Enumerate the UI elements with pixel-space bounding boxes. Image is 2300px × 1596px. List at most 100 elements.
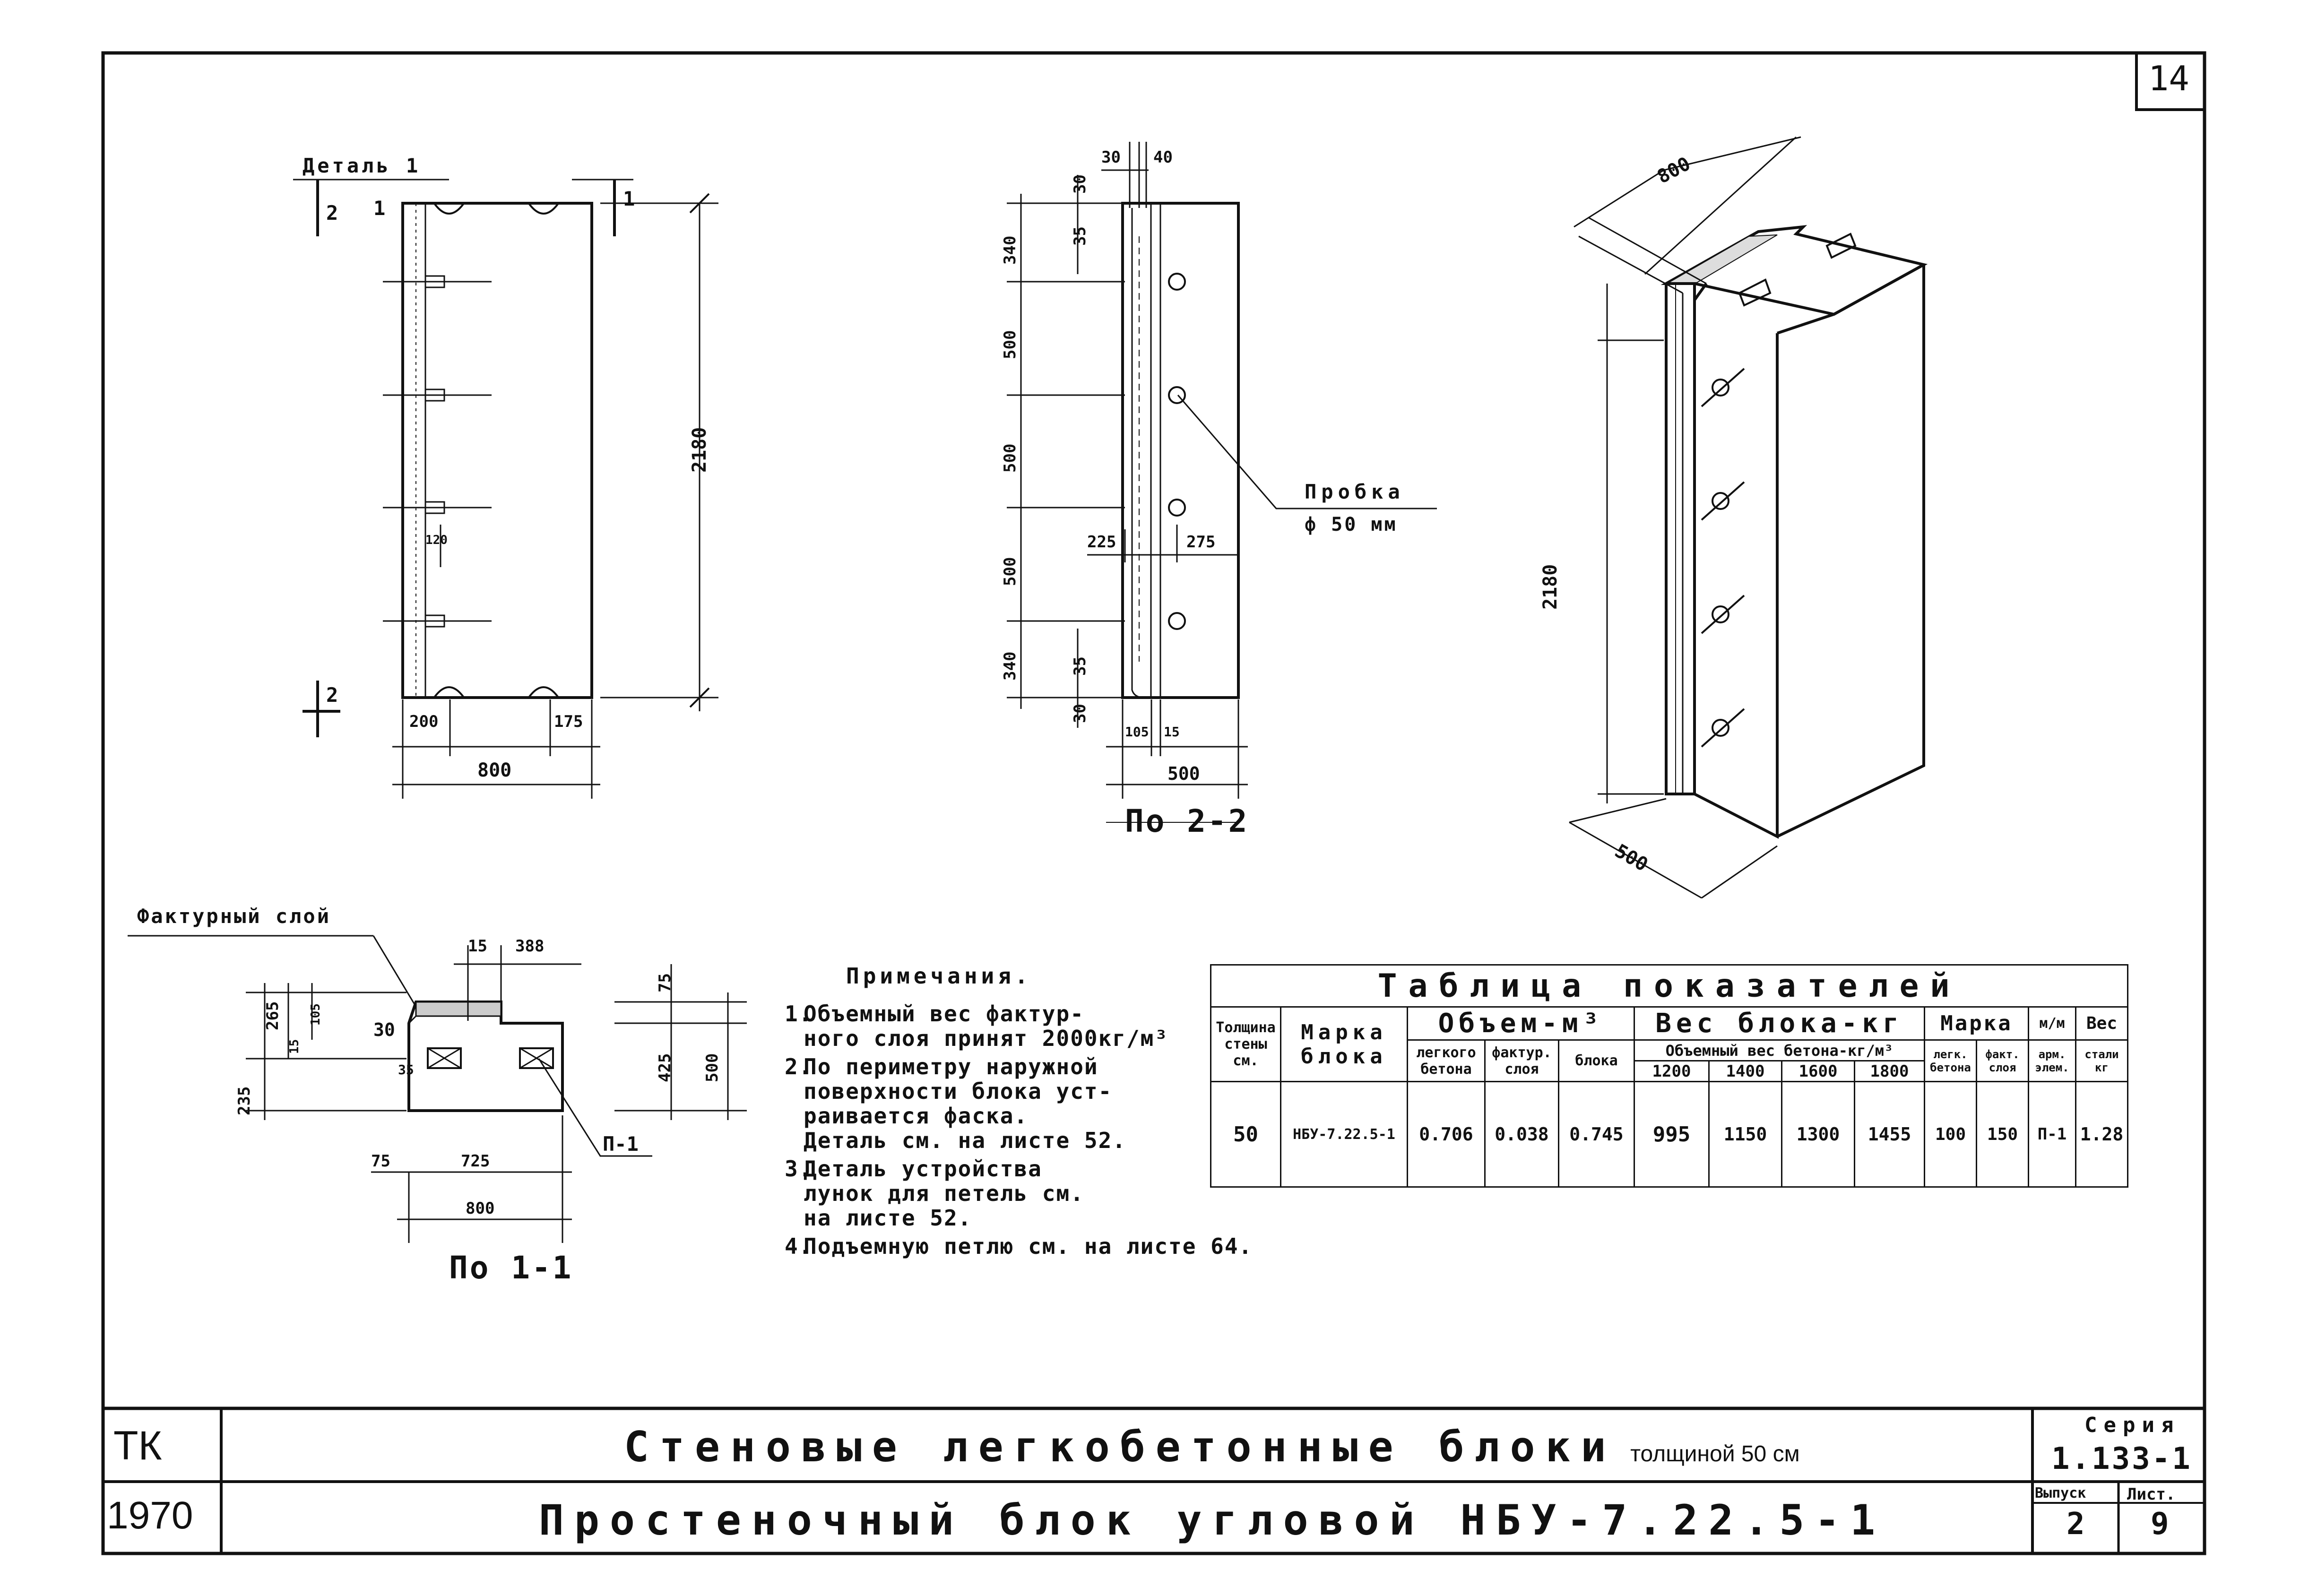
plug-label: Пробка <box>1305 480 1405 503</box>
s22-dim-35-top: 35 <box>1071 226 1089 246</box>
s11-dim-105: 105 <box>309 1003 323 1026</box>
table-title: Таблица показателей <box>1210 964 2128 1008</box>
s22-dim-500-a: 500 <box>1001 330 1020 359</box>
th-volume: Объем-м³ <box>1407 1006 1635 1041</box>
th-density-1400: 1400 <box>1708 1060 1782 1082</box>
title-main-suffix: толщиной 50 см <box>1630 1441 1800 1467</box>
elevation-view <box>293 179 718 799</box>
cell-mark: НБУ-7.22.5-1 <box>1280 1081 1408 1188</box>
issue-value: 2 <box>2067 1507 2085 1542</box>
series-label: Серия <box>2084 1413 2180 1437</box>
section-2-2-view <box>1007 142 1437 823</box>
note-3: 3.Деталь устройства лунок для петель см.… <box>785 1156 1084 1231</box>
elevation-dim-120: 120 <box>425 533 448 547</box>
th-weight-sub: Объемный вес бетона-кг/м³ <box>1634 1039 1925 1061</box>
sheet-value: 9 <box>2151 1507 2169 1542</box>
facing-layer-label: Фактурный слой <box>137 905 331 928</box>
cell-w1800: 1455 <box>1854 1081 1925 1188</box>
th-vol-block: блока <box>1558 1039 1635 1082</box>
detail-1-label: Деталь 1 <box>303 154 421 177</box>
series-value: 1.133-1 <box>2051 1441 2192 1476</box>
plug-size: ф 50 мм <box>1305 514 1398 535</box>
s11-dim-30: 30 <box>373 1019 395 1040</box>
s11-dim-388: 388 <box>515 937 545 956</box>
issue-label: Выпуск <box>2035 1485 2086 1501</box>
cell-vol-block: 0.745 <box>1558 1081 1635 1188</box>
th-weight: Вес блока-кг <box>1634 1006 1925 1041</box>
th-density-1200: 1200 <box>1634 1060 1710 1082</box>
elevation-dim-800: 800 <box>477 759 512 781</box>
cut-mark-1-top-left: 1 <box>373 197 386 220</box>
s11-dim-425: 425 <box>656 1053 674 1082</box>
iso-dim-2180: 2180 <box>1539 564 1561 610</box>
cell-thickness: 50 <box>1210 1081 1281 1188</box>
note-1: 1.Объемный вес фактур- ного слоя принят … <box>785 1001 1169 1051</box>
s11-dim-75-r: 75 <box>656 973 674 992</box>
s11-dim-35: 35 <box>398 1062 414 1078</box>
th-rebar-sub: арм.элем. <box>2028 1039 2076 1082</box>
page-number: 14 <box>2148 59 2189 98</box>
s11-caption: По 1-1 <box>449 1250 573 1286</box>
th-grade: Марка <box>1924 1006 2029 1041</box>
th-grade-light: легк.бетона <box>1924 1039 1977 1082</box>
title-main-text: Стеновые легкобетонные блоки <box>624 1423 1617 1471</box>
s22-dim-500-c: 500 <box>1001 557 1020 586</box>
cell-w1600: 1300 <box>1781 1081 1855 1188</box>
cut-mark-1-top-right: 1 <box>623 187 635 210</box>
elevation-dim-200: 200 <box>409 712 439 731</box>
s22-dim-40-top: 40 <box>1153 148 1173 167</box>
note-2: 2.По периметру наружной поверхности блок… <box>785 1053 1126 1153</box>
s11-dim-75: 75 <box>371 1152 390 1171</box>
isometric-view <box>1569 136 1928 899</box>
stamp-year: 1970 <box>107 1494 193 1537</box>
page-number-box <box>2135 52 2206 111</box>
th-density-1600: 1600 <box>1781 1060 1855 1082</box>
s22-dim-275: 275 <box>1186 533 1216 552</box>
s11-dim-15-top: 15 <box>468 937 487 956</box>
cut-mark-2-top: 2 <box>326 201 338 224</box>
s22-dim-340-top: 340 <box>1001 235 1020 265</box>
s22-dim-15: 15 <box>1164 724 1180 740</box>
cell-w1400: 1150 <box>1708 1081 1782 1188</box>
sheet-label: Лист. <box>2127 1485 2176 1504</box>
s11-dim-15-v: 15 <box>287 1039 302 1054</box>
s22-dim-30-bot: 30 <box>1071 704 1089 723</box>
s11-dim-265: 265 <box>263 1001 282 1030</box>
s11-dim-235: 235 <box>235 1086 254 1115</box>
s22-dim-30-top: 30 <box>1101 148 1121 167</box>
section-1-1-view <box>128 935 747 1243</box>
s22-caption: По 2-2 <box>1125 803 1249 839</box>
cell-w1200: 995 <box>1634 1081 1710 1188</box>
title-main: Стеновые легкобетонные блоки толщиной 50… <box>624 1423 1800 1471</box>
notes-title: Примечания. <box>846 963 1032 989</box>
th-grade-facing: факт.слоя <box>1976 1039 2029 1082</box>
title-sub: Простеночный блок угловой НБУ-7.22.5-1 <box>539 1496 1886 1544</box>
s22-dim-340-bot: 340 <box>1001 651 1020 681</box>
s22-dim-500-w: 500 <box>1167 763 1200 784</box>
th-density-1800: 1800 <box>1854 1060 1925 1082</box>
elevation-height-dim: 2180 <box>689 427 710 473</box>
cell-vol-light: 0.706 <box>1407 1081 1486 1188</box>
table-row: 50 НБУ-7.22.5-1 0.706 0.038 0.745 995 11… <box>1210 1081 2128 1188</box>
s11-dim-800: 800 <box>466 1199 495 1218</box>
s22-dim-35-bot: 35 <box>1071 656 1089 676</box>
elevation-dim-175: 175 <box>554 712 583 731</box>
stamp-tk: ТК <box>113 1423 162 1468</box>
cut-mark-2-bottom: 2 <box>326 683 338 707</box>
s22-dim-30-v: 30 <box>1071 174 1089 194</box>
sheet-frame <box>101 51 2206 1555</box>
cell-steel: 1.28 <box>2075 1081 2128 1188</box>
th-vol-facing: фактур.слоя <box>1484 1039 1559 1082</box>
cell-grade-light: 100 <box>1924 1081 1977 1188</box>
loop-mark-label: П-1 <box>603 1132 639 1156</box>
s22-dim-225: 225 <box>1087 533 1116 552</box>
s22-dim-500-b: 500 <box>1001 443 1020 473</box>
cell-vol-facing: 0.038 <box>1484 1081 1559 1188</box>
th-steel: Вес <box>2075 1006 2128 1041</box>
s11-dim-500: 500 <box>703 1053 722 1082</box>
s11-dim-725: 725 <box>461 1152 490 1171</box>
